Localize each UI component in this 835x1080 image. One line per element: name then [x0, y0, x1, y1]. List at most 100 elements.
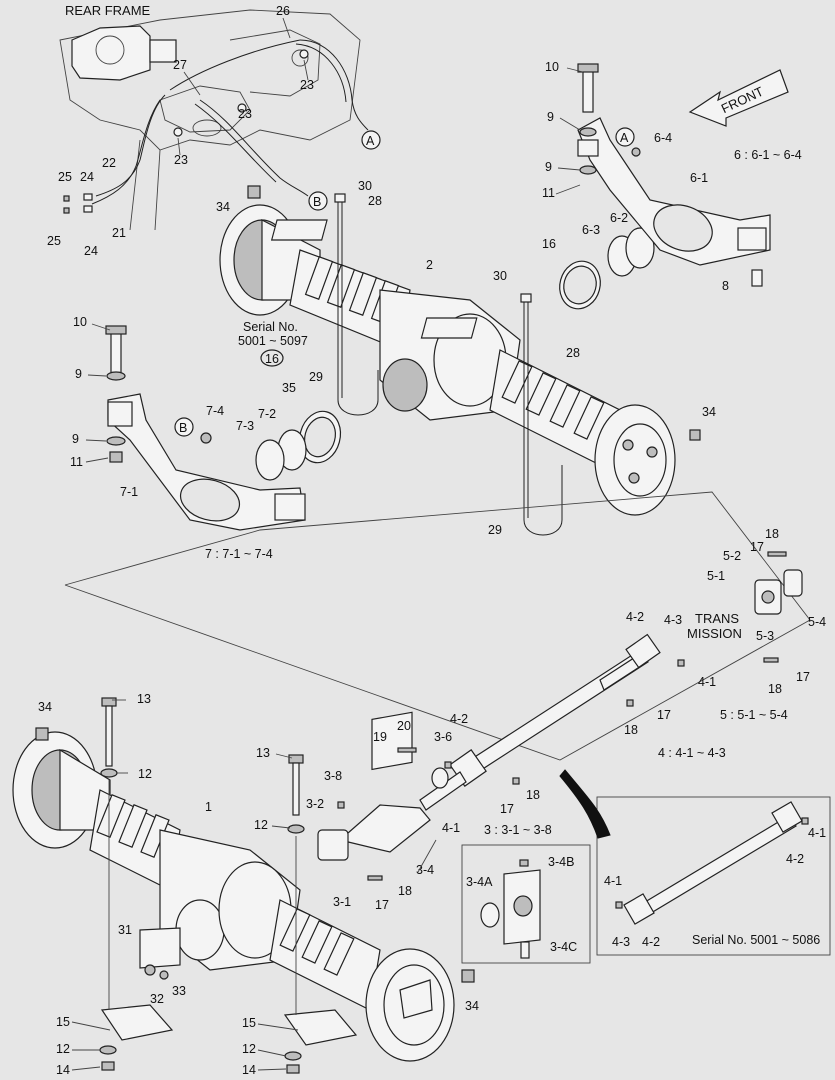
rear-axle	[12, 731, 455, 1062]
callout: 17	[375, 898, 389, 912]
callout: 23	[300, 78, 314, 92]
callout: 10	[73, 315, 87, 329]
callout: 18	[768, 682, 782, 696]
group-outline	[64, 491, 811, 761]
callout: 9	[75, 367, 82, 381]
callout: 19	[373, 730, 387, 744]
trans-label: TRANS	[695, 611, 739, 626]
circle-b-top: B	[308, 191, 328, 211]
callout: 25	[47, 234, 61, 248]
circle-a-top: A	[361, 130, 381, 150]
rear-frame	[59, 9, 361, 231]
callout: 34	[38, 700, 52, 714]
rear-mount-right	[283, 754, 358, 1074]
callout: 29	[309, 370, 323, 384]
serial-box-label: Serial No. 5001 ~ 5086	[692, 933, 820, 947]
callout: 26	[276, 4, 290, 18]
ubolt-front-right	[420, 293, 563, 536]
callout: 14	[56, 1063, 70, 1077]
propshaft-4	[444, 633, 685, 787]
rear-mount-left	[99, 697, 174, 1071]
callout: 24	[80, 170, 94, 184]
bracket-7-1	[105, 325, 306, 531]
circle-b-label: B	[313, 195, 321, 209]
callout: 3-6	[434, 730, 452, 744]
part-callouts: 26 27 23 23 23 22 25 24 21 25 24 34 30 2…	[38, 4, 826, 1077]
ubolt-front-left	[270, 193, 379, 416]
group4-label: 4 : 4-1 ~ 4-3	[658, 746, 726, 760]
callout: 17	[796, 670, 810, 684]
callout: 8	[722, 279, 729, 293]
callout: 4-3	[612, 935, 630, 949]
callout: 35	[282, 381, 296, 395]
circle-a-right: A	[615, 127, 635, 147]
callout: 12	[254, 818, 268, 832]
callout: 5-2	[723, 549, 741, 563]
callout: 3-4C	[550, 940, 577, 954]
curved-arrow	[559, 769, 611, 839]
detail-box-propshaft	[596, 796, 831, 956]
group7-label: 7 : 7-1 ~ 7-4	[205, 547, 273, 561]
callout: 4-3	[664, 613, 682, 627]
callout: 23	[174, 153, 188, 167]
seal-rings-right	[559, 227, 655, 310]
callout: 18	[624, 723, 638, 737]
callout: 16	[542, 237, 556, 251]
callout: 1	[205, 800, 212, 814]
shaft-3	[317, 711, 467, 881]
callout: 3-4A	[466, 875, 493, 889]
bracket-6-1	[577, 63, 771, 287]
circle-a-label: A	[366, 134, 375, 148]
callout: 17	[657, 708, 671, 722]
callout: 17	[500, 802, 514, 816]
callout: 9	[547, 110, 554, 124]
callout: 6-4	[654, 131, 672, 145]
callout: 27	[173, 58, 187, 72]
callout: 4-1	[808, 826, 826, 840]
circle-16: 16	[260, 349, 284, 367]
callout: 9	[545, 160, 552, 174]
callout: 14	[242, 1063, 256, 1077]
callout: 6-3	[582, 223, 600, 237]
mission-label: MISSION	[687, 626, 742, 641]
callout: 4-2	[642, 935, 660, 949]
callout: 2	[426, 258, 433, 272]
callout: 18	[398, 884, 412, 898]
callout: 5-1	[707, 569, 725, 583]
callout: 3-8	[324, 769, 342, 783]
group3-label: 3 : 3-1 ~ 3-8	[484, 823, 552, 837]
yoke-5	[754, 551, 803, 663]
callout: 22	[102, 156, 116, 170]
circle-b-left: B	[174, 417, 194, 437]
callout: 15	[242, 1016, 256, 1030]
callout: 34	[465, 999, 479, 1013]
group6-label: 6 : 6-1 ~ 6-4	[734, 148, 802, 162]
circle-b-label: B	[179, 421, 187, 435]
leader-lines	[71, 17, 584, 1071]
callout: 10	[545, 60, 559, 74]
serial-top-line2: 5001 ~ 5097	[238, 334, 308, 348]
callout: 4-2	[786, 852, 804, 866]
callout: 34	[702, 405, 716, 419]
callout: 4-1	[442, 821, 460, 835]
callout: 32	[150, 992, 164, 1006]
callout: 11	[70, 455, 83, 469]
circle-16-label: 16	[265, 352, 279, 366]
callout: 28	[566, 346, 580, 360]
tube-ribs-right	[501, 360, 605, 440]
callout: 17	[750, 540, 764, 554]
callout: 7-1	[120, 485, 138, 499]
callout: 23	[238, 107, 252, 121]
callout: 24	[84, 244, 98, 258]
callout: 12	[242, 1042, 256, 1056]
grease-lines	[63, 39, 369, 214]
callout: 34	[216, 200, 230, 214]
front-arrow: FRONT	[688, 69, 789, 127]
cover-31	[35, 727, 475, 983]
callout: 7-2	[258, 407, 276, 421]
callout: 3-4B	[548, 855, 574, 869]
callout: 3-2	[306, 797, 324, 811]
hub-nut-34-top	[247, 185, 701, 441]
